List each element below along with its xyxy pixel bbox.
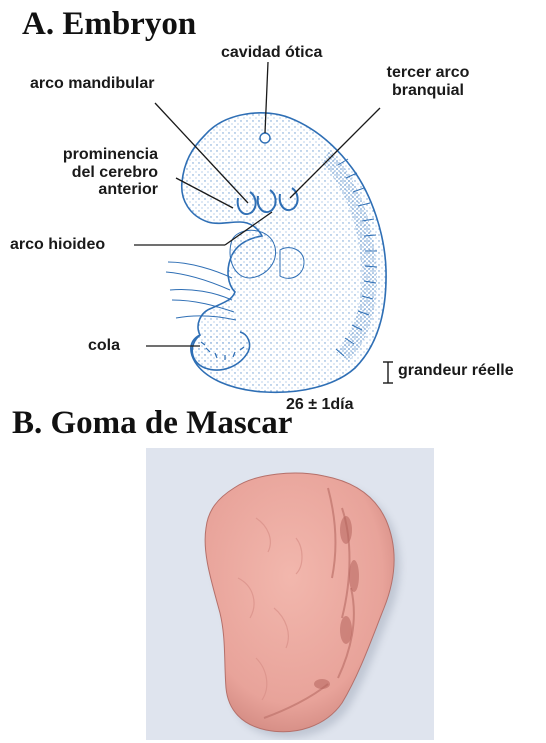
scale-bar bbox=[383, 362, 393, 383]
embryo-diagram bbox=[0, 0, 546, 420]
chewing-gum-image bbox=[146, 448, 434, 740]
label-third-arch-line2: branquial bbox=[368, 82, 488, 100]
label-mandibular-arch: arco mandibular bbox=[30, 75, 154, 93]
label-tail: cola bbox=[88, 337, 120, 355]
label-age: 26 ± 1día bbox=[286, 396, 353, 414]
chewing-gum-photo bbox=[146, 448, 434, 740]
label-third-arch-line1: tercer arco bbox=[368, 64, 488, 82]
label-forebrain-line2: del cerebro bbox=[30, 164, 158, 182]
label-otic-cavity: cavidad ótica bbox=[221, 44, 322, 62]
label-hyoid-arch: arco hioideo bbox=[10, 236, 105, 254]
label-forebrain-line1: prominencia bbox=[30, 146, 158, 164]
label-forebrain-prominence: prominencia del cerebro anterior bbox=[30, 146, 158, 199]
embryo-body bbox=[166, 113, 386, 392]
label-actual-size: grandeur réelle bbox=[398, 362, 514, 380]
label-third-arch: tercer arco branquial bbox=[368, 64, 488, 99]
label-forebrain-line3: anterior bbox=[30, 181, 158, 199]
